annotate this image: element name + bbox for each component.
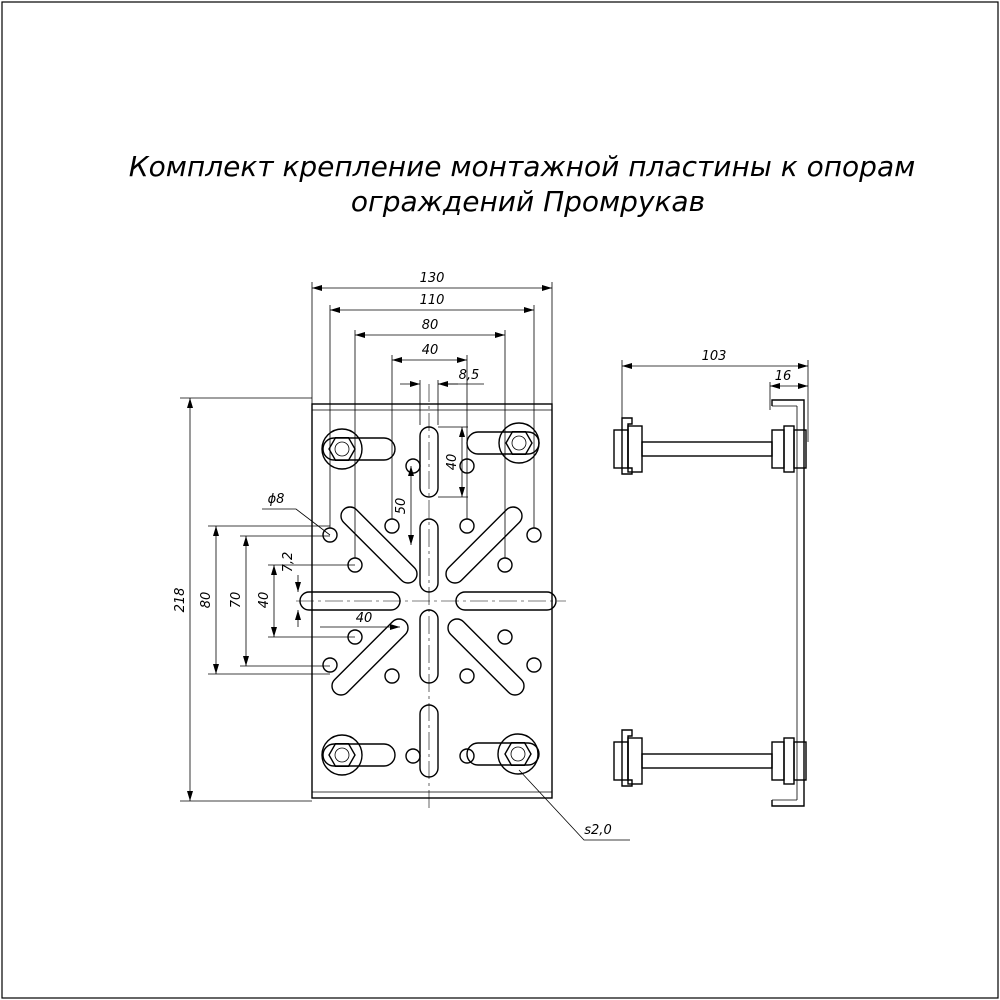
dim-40: 40: [422, 343, 439, 358]
slot: [447, 618, 525, 696]
hole: [405, 748, 421, 764]
hole: [459, 518, 475, 534]
title-line-1: Комплект крепление монтажной пластины к …: [129, 150, 915, 183]
hole: [384, 668, 400, 684]
dim-16: 16: [775, 369, 792, 384]
side-view: 103 16: [613, 349, 809, 807]
dimension-lines: [180, 282, 630, 841]
bolt-assembly-bottom: [613, 729, 807, 787]
dim-110: 110: [420, 293, 445, 308]
slot: [299, 591, 401, 611]
bolt-head-top-right: [466, 422, 540, 464]
dim-80: 80: [422, 318, 439, 333]
hole: [405, 458, 421, 474]
slot: [419, 704, 439, 778]
plate-profile: [771, 399, 805, 807]
hole: [384, 518, 400, 534]
hole: [526, 657, 542, 673]
bolt-assembly-top: [613, 417, 807, 475]
dim-103: 103: [702, 349, 727, 364]
drawing-title: Комплект крепление монтажной пластины к …: [129, 150, 915, 218]
dim-40-slot: 40: [445, 454, 460, 471]
dim-7-2: 7,2: [281, 552, 296, 573]
dim-thickness: s2,0: [584, 823, 611, 838]
hole: [526, 527, 542, 543]
dim-50: 50: [394, 498, 409, 515]
hole: [322, 657, 338, 673]
dim-40-horizontal-slot: 40: [356, 611, 373, 626]
slot: [331, 618, 409, 696]
bolt-head-top-left: [321, 428, 396, 470]
slot: [340, 506, 418, 584]
dim-130: 130: [420, 271, 445, 286]
hole: [497, 629, 513, 645]
slot: [445, 506, 523, 584]
dim-70: 70: [229, 592, 244, 609]
slot: [419, 609, 439, 684]
hole: [459, 668, 475, 684]
dim-hole-diameter: ϕ8: [268, 492, 285, 507]
plate-front-view: [296, 384, 566, 808]
hole: [459, 748, 475, 764]
dim-8-5: 8,5: [459, 368, 480, 383]
dim-80-vertical: 80: [199, 592, 214, 609]
hole: [497, 557, 513, 573]
title-line-2: ограждений Промрукав: [351, 185, 705, 218]
dimension-labels: 130 110 80 40 8,5 218 80 70 40 7,2 50 40…: [173, 271, 612, 838]
bolt-head-bottom-left: [321, 734, 396, 776]
dim-218: 218: [173, 588, 188, 613]
slot: [419, 518, 439, 593]
bolt-head-bottom-right: [466, 733, 540, 775]
slot: [455, 591, 557, 611]
slot: [419, 426, 439, 498]
dim-40-vertical: 40: [257, 592, 272, 609]
